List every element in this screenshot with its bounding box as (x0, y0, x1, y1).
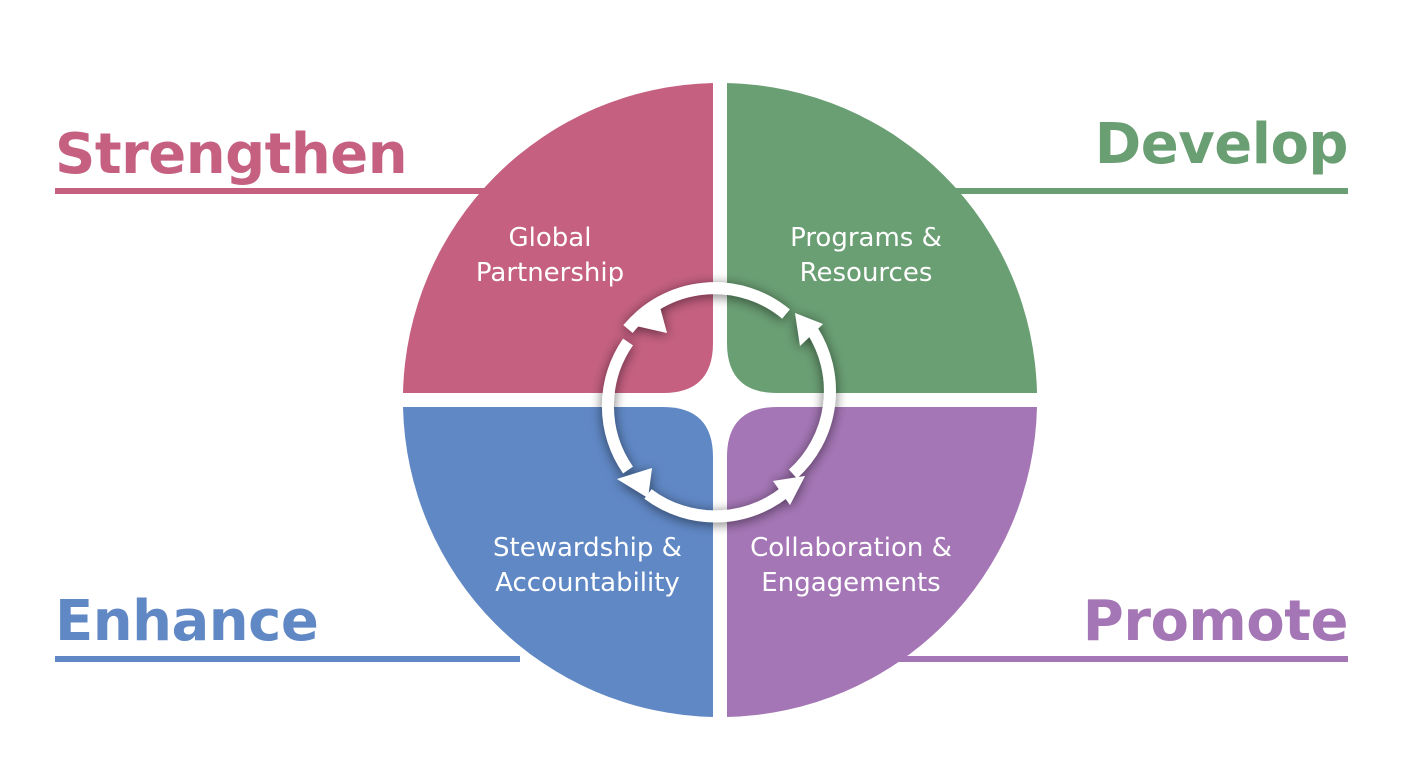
center-star (663, 343, 777, 457)
label-global-partnership-line2: Partnership (475, 258, 625, 288)
rule-develop (955, 188, 1348, 194)
label-programs-resources-line2: Resources (799, 258, 933, 288)
label-collaboration-engagements-line1: Collaboration & (750, 533, 952, 563)
heading-develop: Develop (1094, 112, 1349, 177)
label-stewardship-accountability-line2: Accountability (495, 568, 680, 598)
heading-enhance: Enhance (55, 589, 319, 654)
heading-strengthen: Strengthen (55, 122, 408, 187)
rule-strengthen (55, 188, 495, 194)
heading-promote: Promote (1082, 589, 1349, 654)
quadrant-top-right (727, 83, 1037, 393)
label-stewardship-accountability: Stewardship & Accountability (470, 531, 705, 601)
label-collaboration-engagements-line2: Engagements (761, 568, 941, 598)
label-global-partnership: Global Partnership (455, 221, 645, 291)
label-collaboration-engagements: Collaboration & Engagements (731, 531, 971, 601)
label-programs-resources: Programs & Resources (761, 221, 971, 291)
rule-promote (895, 656, 1348, 662)
rule-enhance (55, 656, 520, 662)
quadrant-bottom-right (727, 407, 1037, 717)
cycle-arrows-icon (601, 282, 836, 523)
label-global-partnership-line1: Global (508, 223, 592, 253)
label-programs-resources-line1: Programs & (790, 223, 942, 253)
label-stewardship-accountability-line1: Stewardship & (493, 533, 682, 563)
